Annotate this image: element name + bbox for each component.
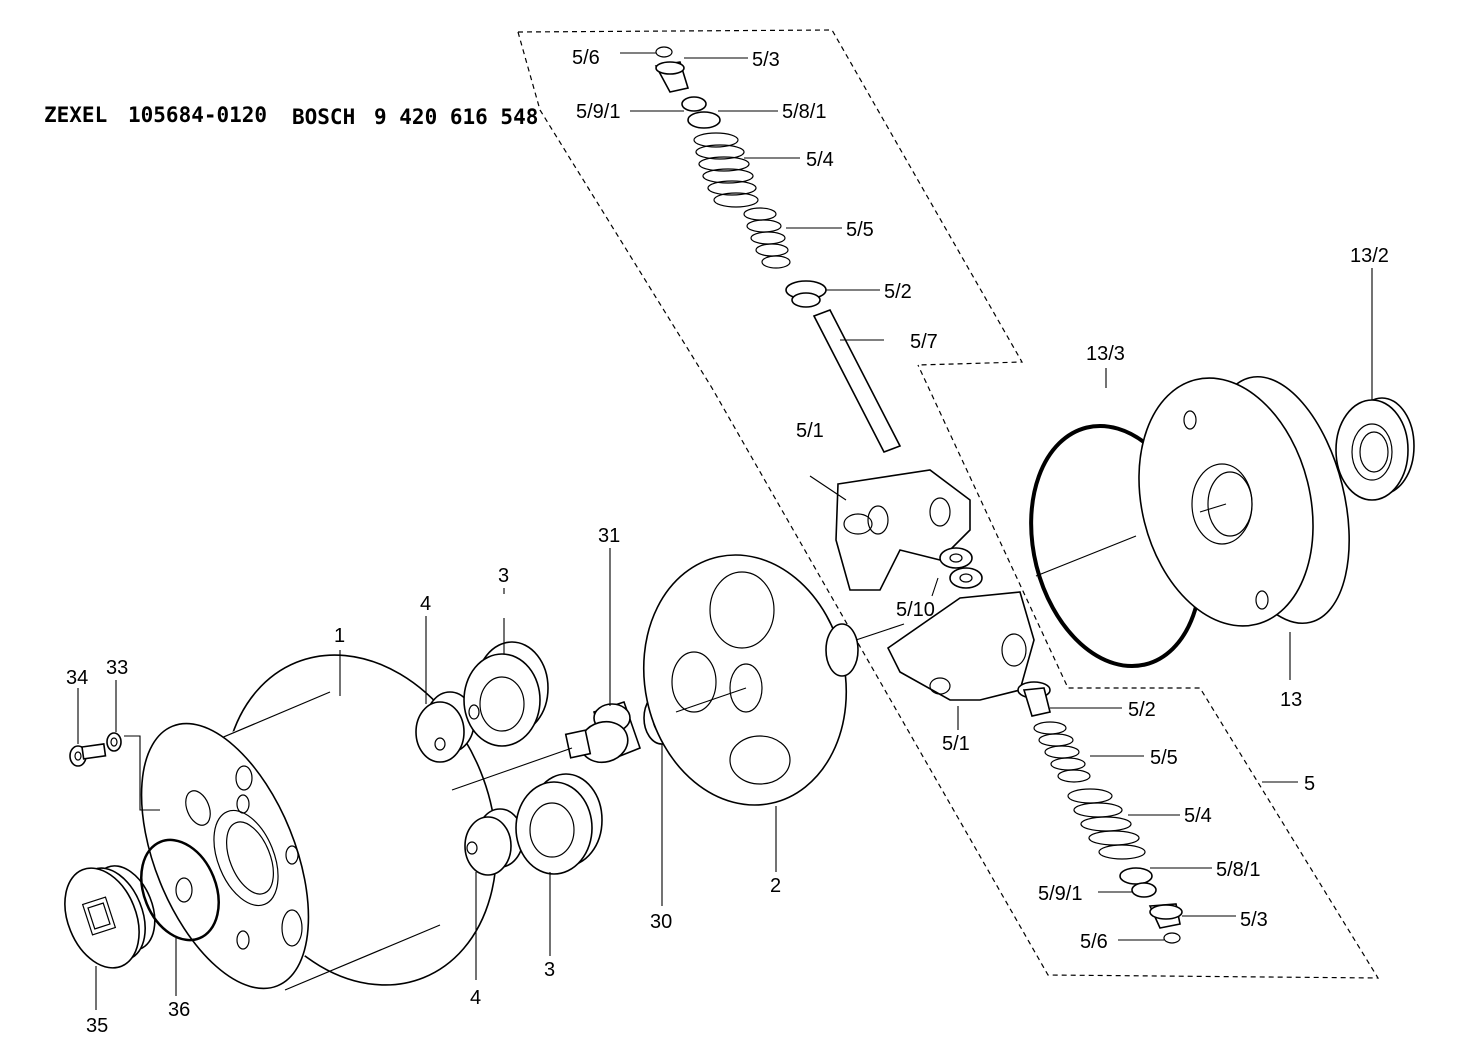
label-5-8-1-lower: 5/8/1 xyxy=(1216,859,1260,881)
group-5-boundary xyxy=(517,29,1380,979)
label-4-upper: 4 xyxy=(420,593,431,615)
brand-bosch: BOSCH xyxy=(292,105,355,129)
label-33: 33 xyxy=(106,657,128,679)
label-34: 34 xyxy=(66,667,88,689)
bosch-part-number: 9 420 616 548 xyxy=(374,105,538,129)
lower-spring-5-4 xyxy=(1067,788,1146,860)
label-5: 5 xyxy=(1304,773,1315,795)
leader-lines xyxy=(77,52,1373,1010)
label-5-10: 5/10 xyxy=(896,599,935,621)
label-13-3: 13/3 xyxy=(1086,343,1125,365)
part-4-piston-upper xyxy=(415,691,475,763)
label-31: 31 xyxy=(598,525,620,547)
zexel-part-number: 105684-0120 xyxy=(128,103,267,127)
label-5-5-upper: 5/5 xyxy=(846,219,874,241)
part-5-1-upper-block xyxy=(835,469,971,591)
part-3-cylinder-upper xyxy=(463,641,549,747)
label-5-6-lower: 5/6 xyxy=(1080,931,1108,953)
part-13-cover xyxy=(1138,375,1350,627)
label-5-1-upper: 5/1 xyxy=(796,420,824,442)
label-13-2: 13/2 xyxy=(1350,245,1389,267)
part-33-washer xyxy=(106,732,122,752)
part-3-cylinder-lower xyxy=(515,773,603,875)
upper-spring-5-4 xyxy=(693,132,759,208)
label-5-2-lower: 5/2 xyxy=(1128,699,1156,721)
label-5-7: 5/7 xyxy=(910,331,938,353)
label-5-3-lower: 5/3 xyxy=(1240,909,1268,931)
label-13: 13 xyxy=(1280,689,1302,711)
label-35: 35 xyxy=(86,1015,108,1037)
label-5-8-1-upper: 5/8/1 xyxy=(782,101,826,123)
part-35-plug xyxy=(64,865,156,969)
part-labels: 5/6 5/3 5/9/1 5/8/1 5/4 5/5 5/2 5/7 5/1 … xyxy=(66,47,1389,1037)
part-36-o-ring xyxy=(140,838,220,942)
label-5-6-upper: 5/6 xyxy=(572,47,600,69)
lower-spring-5-5 xyxy=(1033,721,1091,783)
lower-valve-stack xyxy=(1017,681,1183,944)
upper-spring-5-5 xyxy=(743,207,791,269)
label-3-upper: 3 xyxy=(498,565,509,587)
label-5-3-upper: 5/3 xyxy=(752,49,780,71)
label-2: 2 xyxy=(770,875,781,897)
label-36: 36 xyxy=(168,999,190,1021)
label-30: 30 xyxy=(650,911,672,933)
label-5-1-lower: 5/1 xyxy=(942,733,970,755)
label-3-lower: 3 xyxy=(544,959,555,981)
label-5-9-1-upper: 5/9/1 xyxy=(576,101,620,123)
part-2-disc xyxy=(642,554,859,806)
label-4-lower: 4 xyxy=(470,987,481,1009)
part-34-screw xyxy=(69,743,107,767)
label-5-4-lower: 5/4 xyxy=(1184,805,1212,827)
brand-zexel: ZEXEL xyxy=(44,103,107,127)
label-5-9-1-lower: 5/9/1 xyxy=(1038,883,1082,905)
part-31-bushing xyxy=(564,700,642,764)
label-5-4-upper: 5/4 xyxy=(806,149,834,171)
part-13-2-bearing xyxy=(1335,397,1415,501)
upper-valve-stack xyxy=(654,46,902,453)
header: ZEXEL 105684-0120 BOSCH 9 420 616 548 xyxy=(44,103,538,129)
label-1: 1 xyxy=(334,625,345,647)
label-5-5-lower: 5/5 xyxy=(1150,747,1178,769)
label-5-2-upper: 5/2 xyxy=(884,281,912,303)
part-5-10-washers xyxy=(939,547,983,589)
part-4-piston-lower xyxy=(464,808,524,876)
